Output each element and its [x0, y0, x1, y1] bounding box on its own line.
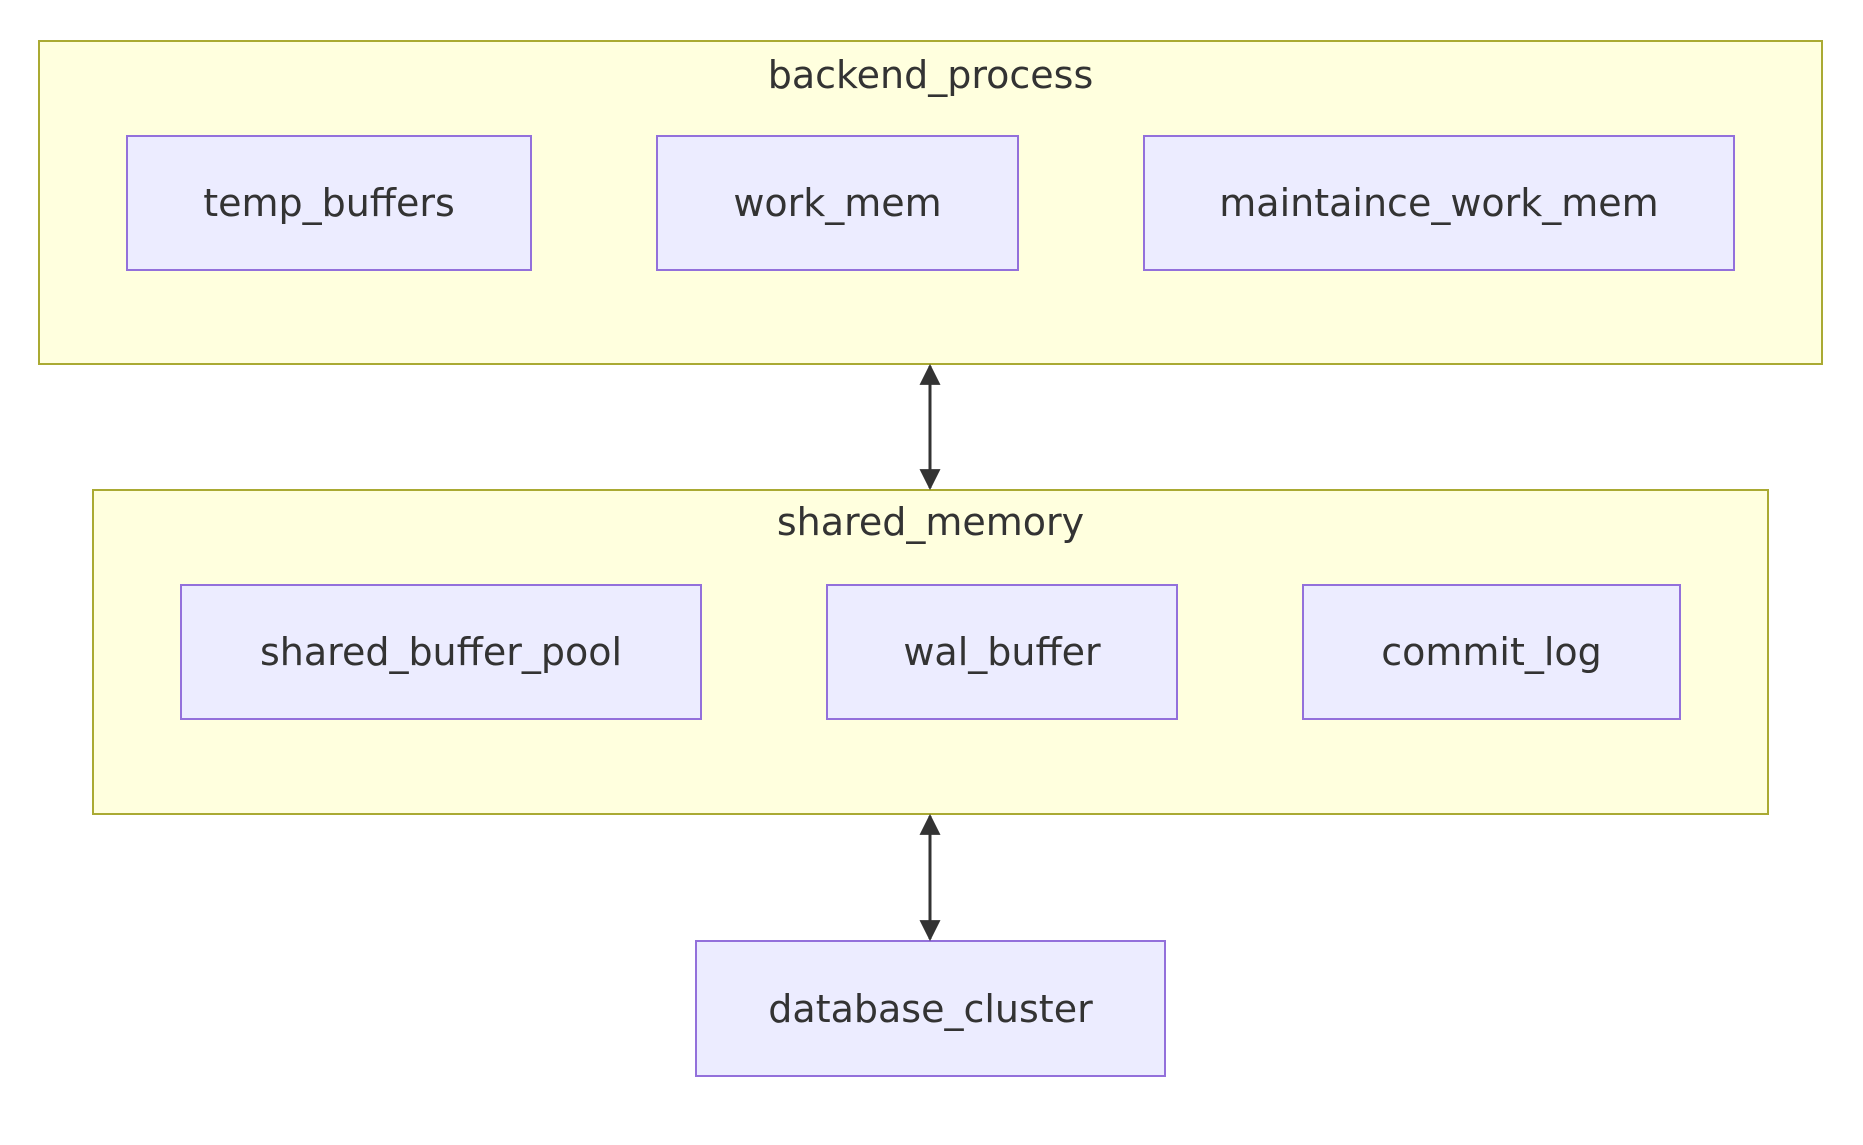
node-shared-buffer-pool: shared_buffer_pool: [180, 584, 702, 720]
node-database-cluster: database_cluster: [695, 940, 1166, 1077]
node-commit-log: commit_log: [1302, 584, 1681, 720]
node-work-mem: work_mem: [656, 135, 1019, 271]
backend-process-title: backend_process: [767, 53, 1094, 97]
node-temp-buffers: temp_buffers: [126, 135, 532, 271]
shared-memory-title: shared_memory: [776, 500, 1085, 544]
node-wal-buffer: wal_buffer: [826, 584, 1178, 720]
node-maintaince-work-mem: maintaince_work_mem: [1143, 135, 1735, 271]
